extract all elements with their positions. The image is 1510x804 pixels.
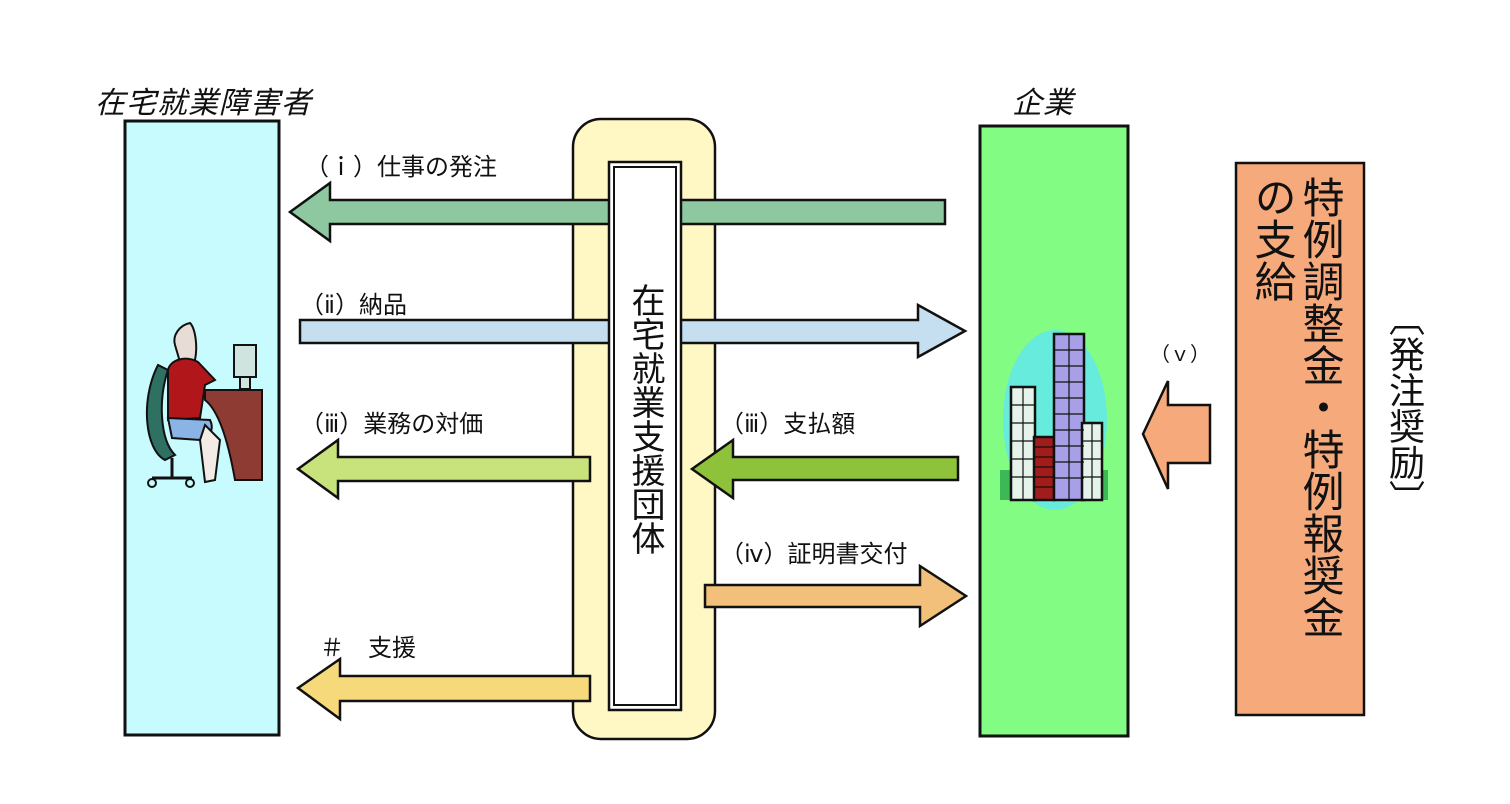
flow-label-work-compensation: （ⅲ）業務の対価 bbox=[300, 410, 484, 438]
support-org-inner-border bbox=[613, 166, 677, 706]
flow-label-payment: （ⅲ）支払額 bbox=[720, 410, 856, 438]
arrow-grant bbox=[1141, 380, 1212, 490]
grant-box-line-1: 特例調整金・特例報奨金 bbox=[1296, 176, 1345, 638]
arrow-support bbox=[295, 656, 592, 722]
support-org-title: 在宅就業支援団体 bbox=[625, 283, 665, 555]
arrow-work-compensation bbox=[295, 437, 592, 501]
right-actor-title: 企業 bbox=[1012, 86, 1074, 121]
arrow-certificate bbox=[703, 563, 969, 629]
support-org-inner-box bbox=[607, 160, 683, 712]
flow-label-certificate: （ⅳ）証明書交付 bbox=[720, 540, 908, 568]
grant-bracket-label: 〔発注奨励〕 bbox=[1383, 300, 1424, 516]
worker-at-desk-icon bbox=[145, 321, 263, 488]
left-actor-title: 在宅就業障害者 bbox=[95, 86, 312, 121]
office-buildings-icon bbox=[1000, 330, 1108, 510]
grant-box-line-2: の支給 bbox=[1248, 176, 1297, 302]
arrow-payment bbox=[689, 437, 960, 501]
flow-label-grant: （ｖ） bbox=[1150, 342, 1210, 366]
flow-label-support: ＃ 支援 bbox=[320, 634, 416, 662]
grant-box bbox=[1234, 161, 1366, 717]
flow-label-job-order: （ｉ）仕事の発注 bbox=[305, 153, 497, 181]
flow-label-delivery: （ⅱ）納品 bbox=[300, 291, 407, 319]
